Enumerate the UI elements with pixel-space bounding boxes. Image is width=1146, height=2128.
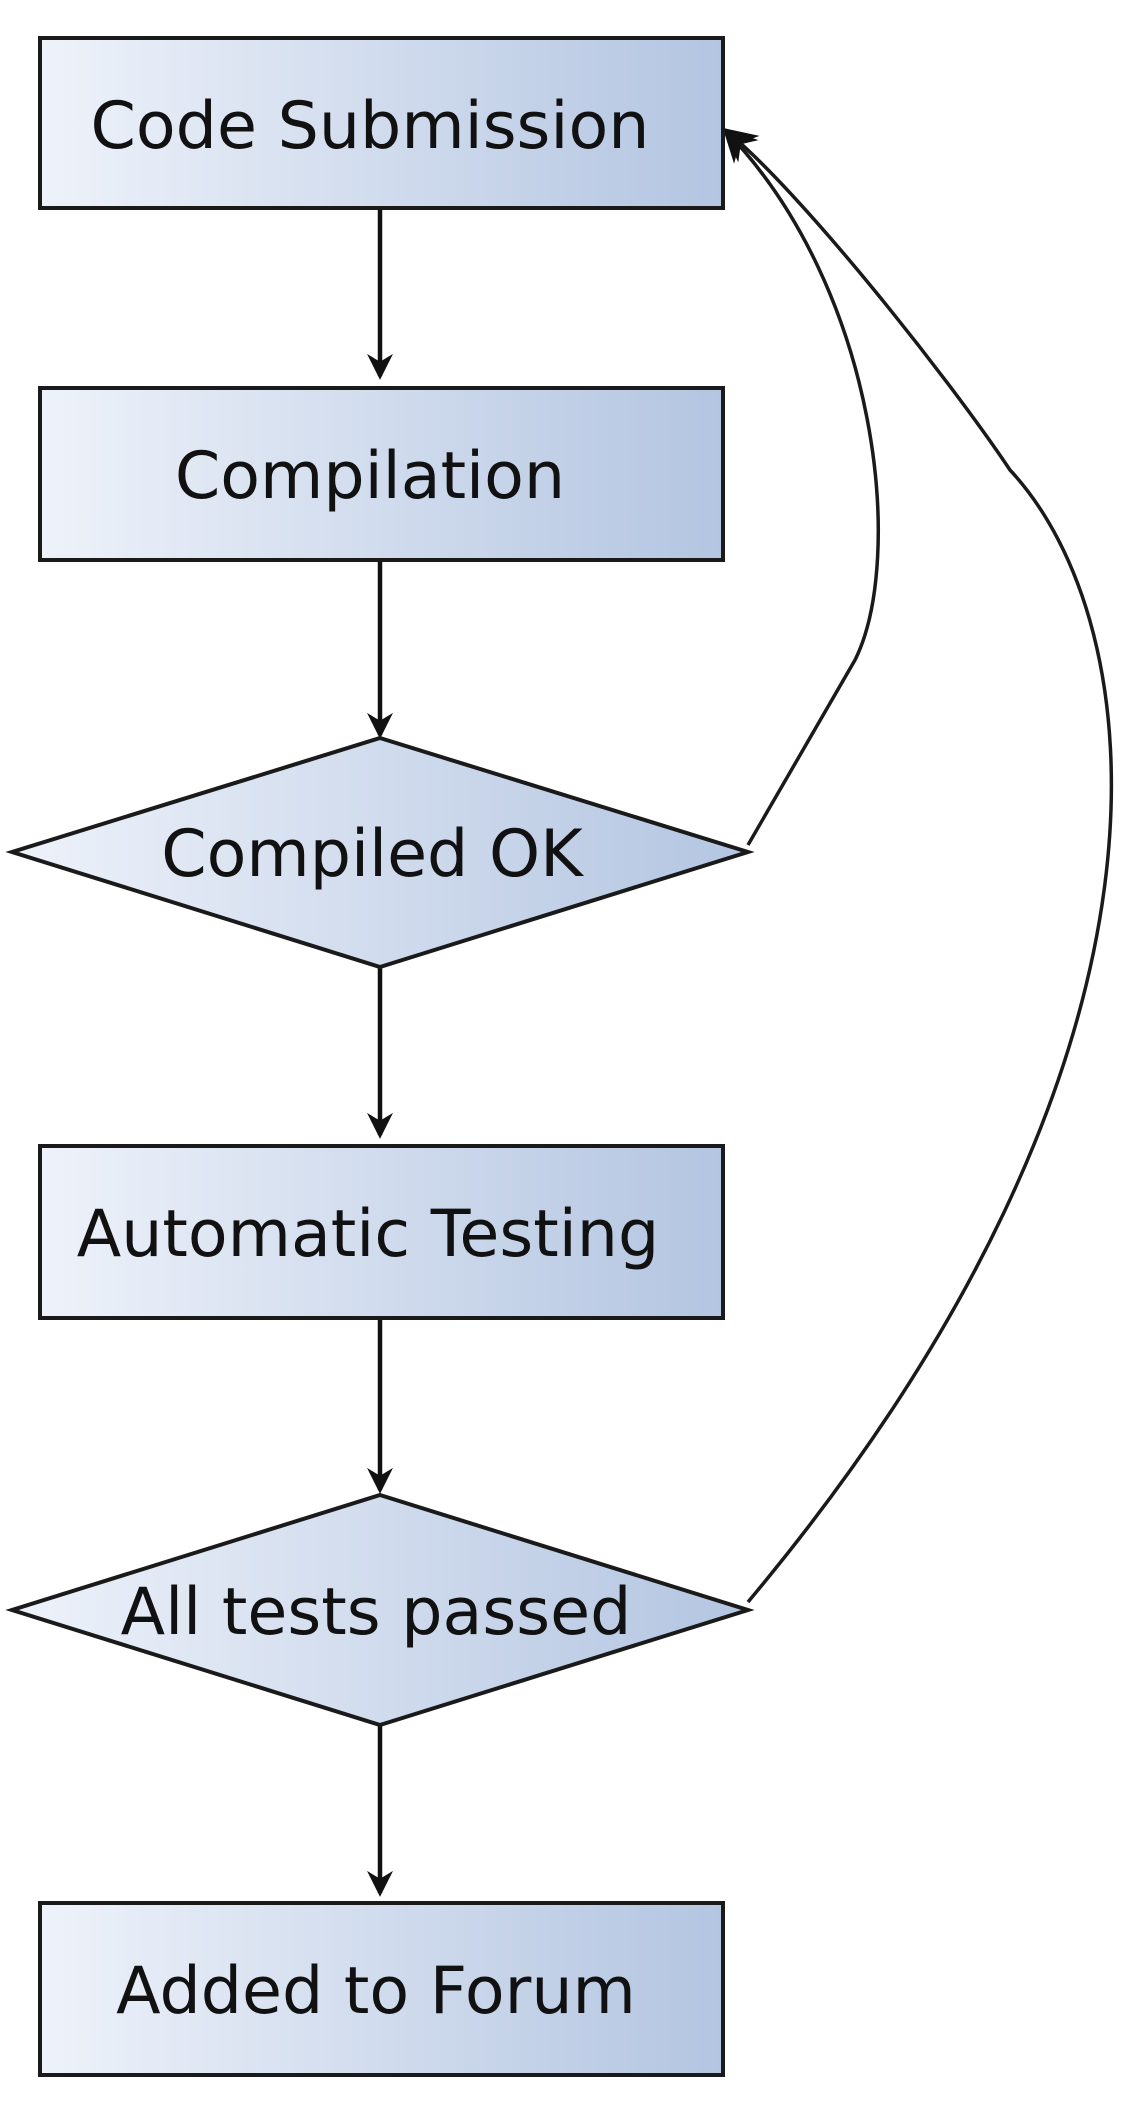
connectors [367,127,1114,1897]
decision-diamond [5,735,755,970]
edge-compiled-ok-fail-to-code-submission [722,127,880,846]
node-label: Automatic Testing [77,1197,660,1272]
node-label: Compiled OK [161,817,584,892]
node-compiled-ok: Compiled OK [5,735,755,970]
node-code-submission: Code Submission [38,36,725,210]
node-compilation: Compilation [38,386,725,562]
decision-diamond [5,1492,755,1728]
process-box [38,1901,725,2077]
node-automatic-testing: Automatic Testing [38,1144,725,1320]
process-box [38,386,725,562]
node-label: Added to Forum [116,1954,636,2029]
node-added-to-forum: Added to Forum [38,1901,725,2077]
node-all-tests-passed: All tests passed [5,1492,755,1728]
node-label: Code Submission [91,89,650,164]
process-box [38,1144,725,1320]
process-box [38,36,725,210]
node-label: All tests passed [121,1575,632,1650]
node-label: Compilation [175,439,565,514]
edge-all-tests-passed-fail-to-code-submission [722,127,1114,1604]
